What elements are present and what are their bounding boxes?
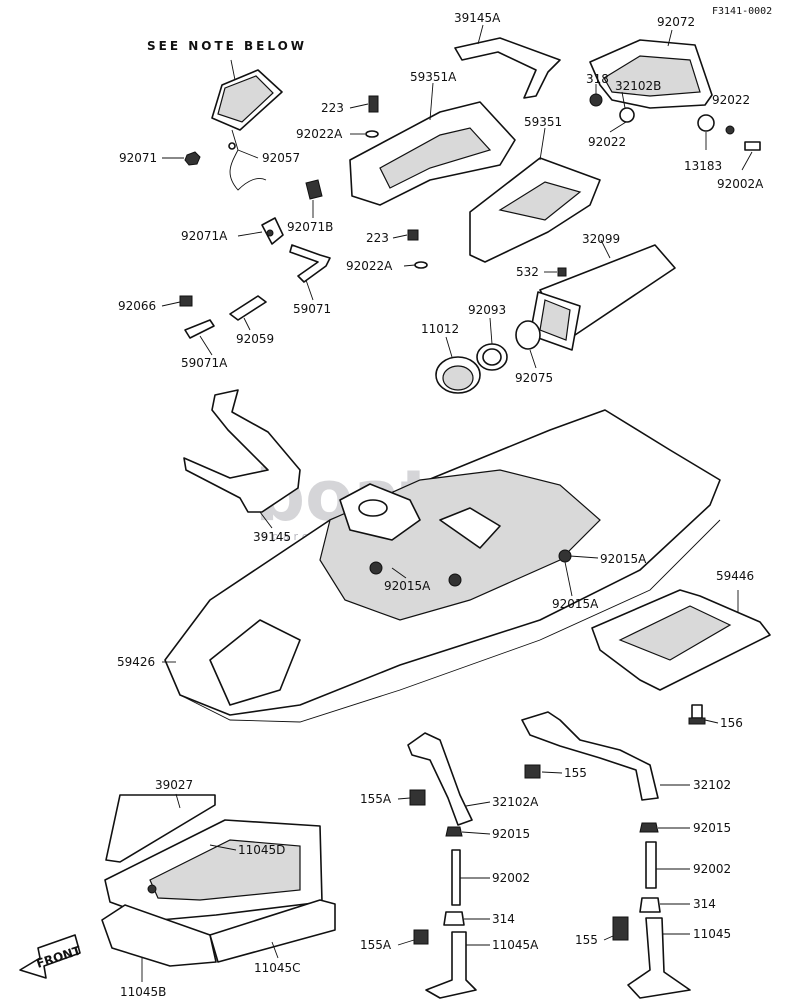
rod-59071A-drawing <box>184 319 215 339</box>
label-59446: 59446 <box>716 569 754 583</box>
label-92071B: 92071B <box>287 220 333 234</box>
label-92022A-top: 92022A <box>296 127 343 141</box>
label-92002A: 92002A <box>717 177 764 191</box>
label-532: 532 <box>516 265 539 279</box>
cover-59351-drawing <box>469 157 601 263</box>
label-59071: 59071 <box>293 302 331 316</box>
label-32102B: 32102B <box>615 79 661 93</box>
rail-39027-drawing <box>105 794 216 863</box>
label-92015-right: 92015 <box>693 821 731 835</box>
label-156: 156 <box>720 716 743 730</box>
label-13183: 13183 <box>684 159 722 173</box>
label-11045D: 11045D <box>238 843 285 857</box>
cap-11012-drawing <box>435 356 481 394</box>
label-39145A: 39145A <box>454 11 501 25</box>
bumper-11045B-drawing <box>101 904 217 967</box>
label-39145: 39145 <box>253 530 291 544</box>
nut-92071-drawing <box>184 151 201 166</box>
label-155-upper: 155 <box>564 766 587 780</box>
label-59351A: 59351A <box>410 70 457 84</box>
label-92059: 92059 <box>236 332 274 346</box>
label-155A-upper: 155A <box>360 792 392 806</box>
bolts-155-drawing <box>409 764 629 945</box>
label-92057: 92057 <box>262 151 300 165</box>
small-hardware-right-drawing <box>589 93 761 151</box>
figure-code: F3141-0002 <box>712 6 772 17</box>
plate-59446-drawing <box>591 589 771 691</box>
label-11045C: 11045C <box>254 961 301 975</box>
label-11045A: 11045A <box>492 938 539 952</box>
label-32102A: 32102A <box>492 795 539 809</box>
label-59426: 59426 <box>117 655 155 669</box>
label-11045B: 11045B <box>120 985 166 999</box>
label-92015A-bottom: 92015A <box>552 597 599 611</box>
label-92075: 92075 <box>515 371 553 385</box>
handle-39145A-drawing <box>454 37 561 99</box>
studs-92002-drawing <box>443 822 661 926</box>
label-59071A: 59071A <box>181 356 228 370</box>
part-labels: 39145A 92072 318 32102B 59351A 223 92022… <box>117 11 764 999</box>
label-92071: 92071 <box>119 151 157 165</box>
label-11045: 11045 <box>693 927 731 941</box>
disc-92075-drawing <box>515 320 541 350</box>
label-39027: 39027 <box>155 778 193 792</box>
label-92015A-right: 92015A <box>600 552 647 566</box>
label-314-right: 314 <box>693 897 716 911</box>
ring-92093-drawing <box>476 343 508 371</box>
bolt-156-drawing <box>688 704 706 725</box>
label-32102: 32102 <box>693 778 731 792</box>
cover-59351A-drawing <box>349 101 516 206</box>
fitting-92071A-drawing <box>261 217 284 245</box>
front-arrow: FRONT <box>19 934 83 979</box>
note-text: SEE NOTE BELOW <box>147 39 307 53</box>
bracket-32102A-drawing <box>407 732 473 826</box>
bracket-32102-drawing <box>521 711 659 801</box>
label-223-top: 223 <box>321 101 344 115</box>
rod-59071-drawing <box>289 244 331 283</box>
grip-92072-drawing <box>589 39 713 109</box>
label-92015-left: 92015 <box>492 827 530 841</box>
label-92022-right: 92022 <box>712 93 750 107</box>
label-92002-left: 92002 <box>492 871 530 885</box>
posts-11045-drawing <box>425 917 691 999</box>
bumper-11045C-drawing <box>209 899 336 963</box>
label-318: 318 <box>586 72 609 86</box>
label-92072: 92072 <box>657 15 695 29</box>
label-92015A-left: 92015A <box>384 579 431 593</box>
hull-59426-drawing <box>164 409 721 723</box>
duct-32099-drawing <box>529 244 676 351</box>
label-223-bottom: 223 <box>366 231 389 245</box>
label-155-lower: 155 <box>575 933 598 947</box>
leader-lines <box>141 24 753 982</box>
label-92066: 92066 <box>118 299 156 313</box>
label-92022-left: 92022 <box>588 135 626 149</box>
label-92002-right: 92002 <box>693 862 731 876</box>
bumper-11045D-drawing <box>104 819 323 921</box>
label-11012: 11012 <box>421 322 459 336</box>
label-155A-lower: 155A <box>360 938 392 952</box>
knob-92071B-drawing <box>305 179 323 200</box>
screws-223-drawing <box>365 95 428 269</box>
label-92093: 92093 <box>468 303 506 317</box>
cap-92066-drawing <box>179 295 193 307</box>
label-59351: 59351 <box>524 115 562 129</box>
label-92022A-bottom: 92022A <box>346 259 393 273</box>
handle-39145-drawing <box>183 389 301 513</box>
label-92071A: 92071A <box>181 229 228 243</box>
label-32099: 32099 <box>582 232 620 246</box>
label-314-left: 314 <box>492 912 515 926</box>
lanyard-tag-drawing <box>211 59 283 191</box>
pin-92059-drawing <box>229 295 267 321</box>
